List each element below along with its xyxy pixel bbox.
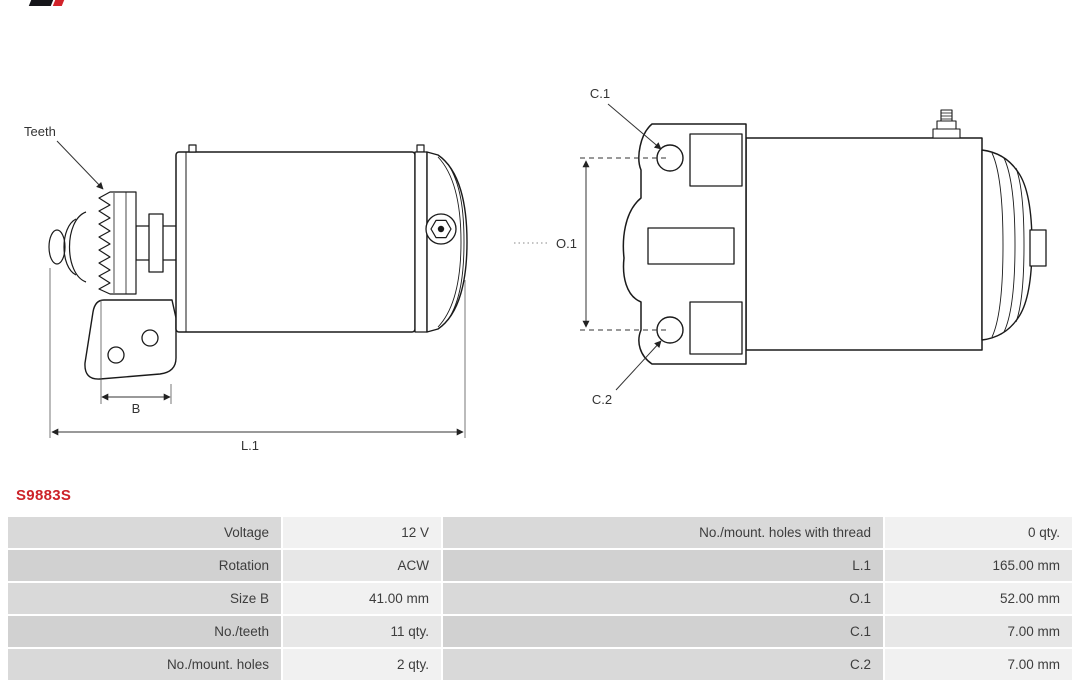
label-c1: C.1 [590,86,610,101]
spec-label-cell: C.2 [443,649,883,680]
spec-value-cell: 12 V [283,517,441,548]
spec-value-cell: 7.00 mm [885,616,1072,647]
technical-drawing: Teeth B L.1 [24,86,1047,453]
spec-value-cell: 7.00 mm [885,649,1072,680]
label-l1: L.1 [241,438,259,453]
side-view-drawing: Teeth B L.1 [24,124,468,453]
label-c2: C.2 [592,392,612,407]
label-o1: O.1 [556,236,577,251]
spec-value-cell: 11 qty. [283,616,441,647]
spec-label-cell: C.1 [443,616,883,647]
spec-label-cell: No./teeth [8,616,281,647]
spec-value-cell: 52.00 mm [885,583,1072,614]
label-teeth: Teeth [24,124,56,139]
spec-label-cell: Rotation [8,550,281,581]
label-b: B [132,401,141,416]
spec-table: Voltage 12 V No./mount. holes with threa… [8,517,1072,680]
spec-label-cell: L.1 [443,550,883,581]
spec-value-cell: 165.00 mm [885,550,1072,581]
spec-value-cell: 2 qty. [283,649,441,680]
spec-label-cell: Voltage [8,517,281,548]
front-view-drawing: O.1 C.1 C.2 [514,86,1047,407]
spec-value-cell: 41.00 mm [283,583,441,614]
part-number: S9883S [16,487,72,504]
spec-label-cell: Size B [8,583,281,614]
spec-label-cell: No./mount. holes [8,649,281,680]
spec-label-cell: O.1 [443,583,883,614]
spec-label-cell: No./mount. holes with thread [443,517,883,548]
spec-value-cell: ACW [283,550,441,581]
spec-value-cell: 0 qty. [885,517,1072,548]
